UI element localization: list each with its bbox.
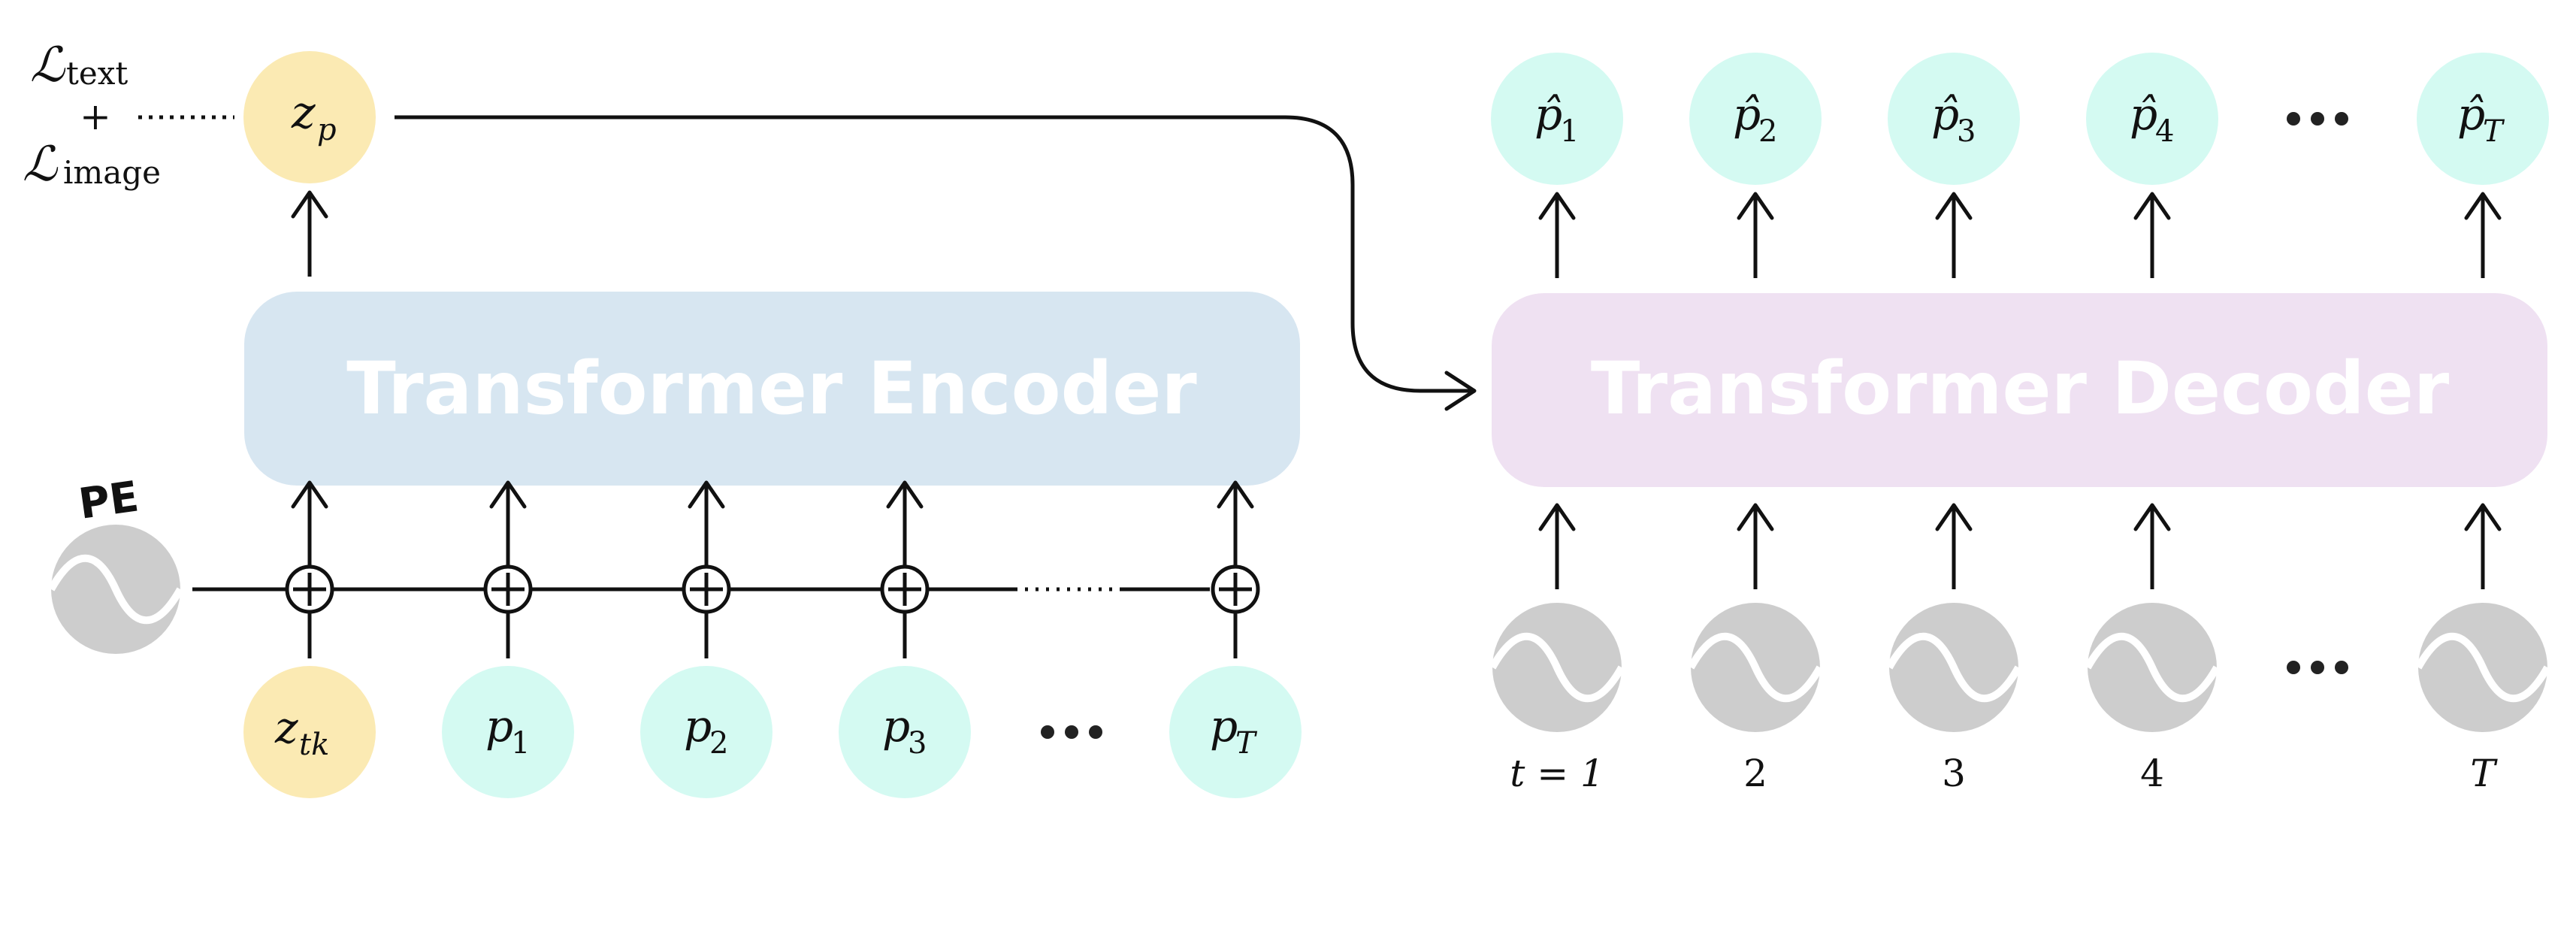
up-arrow-icon <box>1219 483 1252 567</box>
pe-wave-icon <box>2418 603 2547 732</box>
plus-icon <box>485 567 531 612</box>
output-node <box>1888 53 2020 185</box>
input-label-sub: tk <box>299 728 329 762</box>
up-arrow-icon <box>2136 505 2169 589</box>
decoder-column-5: p̂ T T <box>2417 53 2549 795</box>
input-label-base: p <box>684 701 712 752</box>
time-label: t = 1 <box>1510 752 1604 795</box>
pe-wave-icon <box>1889 603 2018 732</box>
decoder-column-2: p̂ 2 2 <box>1689 53 1822 795</box>
latent-output-node: z p <box>243 51 376 183</box>
input-node <box>442 666 574 798</box>
up-arrow-icon <box>1739 194 1772 278</box>
encoder-column-3: p 2 <box>640 483 772 798</box>
encoder-column-4: p 3 <box>839 483 971 798</box>
input-node <box>243 666 376 798</box>
up-arrow-icon <box>1937 505 1970 589</box>
loss-text-subscript: text <box>66 55 128 92</box>
loss-plus: + <box>80 95 111 138</box>
pe-wave-icon <box>1492 603 1622 732</box>
input-node <box>839 666 971 798</box>
time-label: 3 <box>1942 752 1966 795</box>
output-label-sub: 4 <box>2155 114 2174 149</box>
plus-icon <box>1213 567 1258 612</box>
output-label-base: p̂ <box>1733 89 1761 140</box>
time-label: T <box>2470 752 2498 795</box>
decoder-column-3: p̂ 3 3 <box>1888 53 2020 795</box>
encoder-pe-wave-icon <box>51 525 180 654</box>
encoder-title: Transformer Encoder <box>346 346 1197 431</box>
input-label-base: p <box>882 701 910 752</box>
output-label-sub: 3 <box>1957 114 1976 149</box>
input-node <box>1169 666 1302 798</box>
decoder-pe-ellipsis <box>2287 661 2348 674</box>
time-label: 2 <box>1743 752 1767 795</box>
up-arrow-icon <box>2466 194 2499 278</box>
output-label-base: p̂ <box>2457 89 2485 140</box>
output-node <box>1689 53 1822 185</box>
up-arrow-icon <box>1937 194 1970 278</box>
pe-label: PE <box>76 472 142 528</box>
decoder-title: Transformer Decoder <box>1591 346 2450 431</box>
up-arrow-icon <box>690 483 723 567</box>
plus-icon <box>684 567 729 612</box>
loss-text-symbol: ℒ <box>30 38 66 93</box>
up-arrow-icon <box>293 483 326 567</box>
encoder-column-2: p 1 <box>442 483 574 798</box>
latent-to-decoder-arrowhead <box>1444 371 1477 411</box>
up-arrow-icon <box>2136 194 2169 278</box>
encoder-output-arrow <box>293 192 326 277</box>
plus-icon <box>287 567 332 612</box>
input-label-sub: 3 <box>908 726 927 761</box>
encoder-column-5: p T <box>1169 483 1302 798</box>
input-label-sub: 2 <box>709 726 728 761</box>
decoder-column-4: p̂ 4 4 <box>2086 53 2218 795</box>
latent-to-decoder-connector <box>395 115 1473 393</box>
up-arrow-icon <box>1739 505 1772 589</box>
output-label-sub: 2 <box>1758 114 1777 149</box>
loss-label: ℒ text + ℒ image <box>23 38 161 192</box>
output-label-base: p̂ <box>2130 89 2157 140</box>
input-label-sub: T <box>1235 726 1258 761</box>
pe-wave-icon <box>1691 603 1820 732</box>
latent-output-base: z <box>291 86 316 139</box>
output-label-base: p̂ <box>1931 89 1959 140</box>
up-arrow-icon <box>2466 505 2499 589</box>
encoder-ellipsis <box>1041 725 1102 739</box>
up-arrow-icon <box>1540 505 1574 589</box>
decoder-output-ellipsis <box>2287 112 2348 126</box>
input-label-base: z <box>274 702 298 753</box>
plus-icon <box>882 567 927 612</box>
transformer-encoder-block: Transformer Encoder <box>244 292 1300 486</box>
encoder-column-1: z tk <box>243 483 376 798</box>
up-arrow-icon <box>1540 194 1574 278</box>
output-node <box>1491 53 1623 185</box>
output-label-sub: 1 <box>1560 114 1579 149</box>
transformer-decoder-block: Transformer Decoder <box>1492 293 2547 487</box>
loss-image-symbol: ℒ <box>23 137 59 192</box>
up-arrow-icon <box>491 483 525 567</box>
input-node <box>640 666 772 798</box>
input-label-sub: 1 <box>511 726 530 761</box>
loss-image-subscript: image <box>63 154 161 191</box>
up-arrow-icon <box>888 483 921 567</box>
decoder-column-1: p̂ 1 t = 1 <box>1491 53 1623 795</box>
output-node <box>2086 53 2218 185</box>
time-label: 4 <box>2140 752 2164 795</box>
input-label-base: p <box>1210 701 1238 752</box>
pe-wave-icon <box>2088 603 2217 732</box>
latent-output-sub: p <box>317 113 337 147</box>
output-node <box>2417 53 2549 185</box>
output-label-base: p̂ <box>1534 89 1562 140</box>
input-label-base: p <box>485 701 513 752</box>
output-label-sub: T <box>2483 114 2505 149</box>
